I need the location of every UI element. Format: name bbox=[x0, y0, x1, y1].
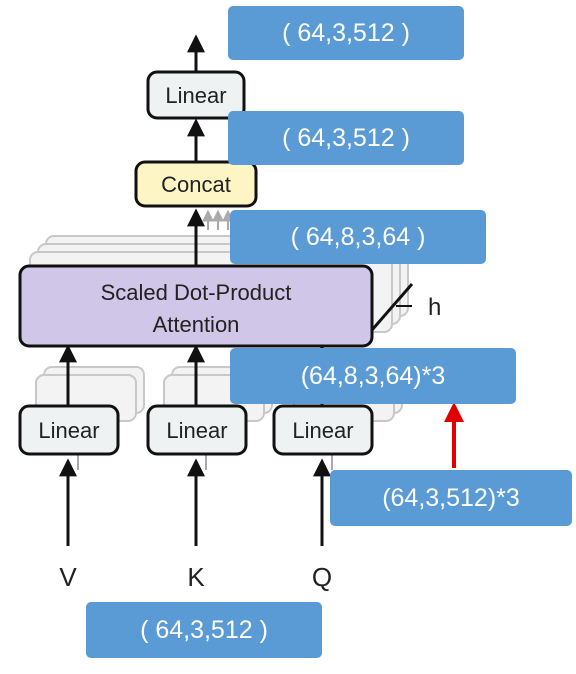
attention-block bbox=[18, 264, 374, 348]
linear-v-label: Linear bbox=[38, 418, 99, 443]
linear-q-label: Linear bbox=[292, 418, 353, 443]
input-v-label: V bbox=[59, 562, 77, 592]
concat-block bbox=[134, 160, 258, 208]
input-arrows-shadow bbox=[77, 455, 333, 470]
linear-v-block bbox=[18, 404, 120, 456]
q-input-shape-callout: (64,3,512)*3 bbox=[330, 470, 572, 526]
head-count-label: h bbox=[428, 294, 441, 321]
attention-label-line1: Scaled Dot-Product bbox=[101, 280, 292, 305]
concat-output-shape-callout: ( 64,3,512 ) bbox=[228, 111, 464, 165]
attention-output-shape-callout: ( 64,8,3,64 ) bbox=[230, 210, 486, 264]
attention-label-line2: Attention bbox=[153, 312, 240, 337]
top-linear-block bbox=[146, 70, 246, 120]
input-k-label: K bbox=[187, 562, 205, 592]
head-count-bracket bbox=[370, 283, 414, 331]
top-linear-label: Linear bbox=[165, 83, 226, 108]
linear-k-label: Linear bbox=[166, 418, 227, 443]
linear-k-block bbox=[146, 404, 248, 456]
input-shape-callout: ( 64,3,512 ) bbox=[86, 602, 322, 658]
attention-to-concat-arrows bbox=[187, 208, 234, 266]
output-shape-callout: ( 64,3,512 ) bbox=[228, 6, 464, 60]
concat-label: Concat bbox=[161, 172, 231, 197]
input-arrows bbox=[59, 458, 331, 546]
linear-q-block bbox=[272, 404, 374, 456]
linear-output-shape-callout: (64,8,3,64)*3 bbox=[230, 348, 516, 404]
input-q-label: Q bbox=[312, 562, 332, 592]
